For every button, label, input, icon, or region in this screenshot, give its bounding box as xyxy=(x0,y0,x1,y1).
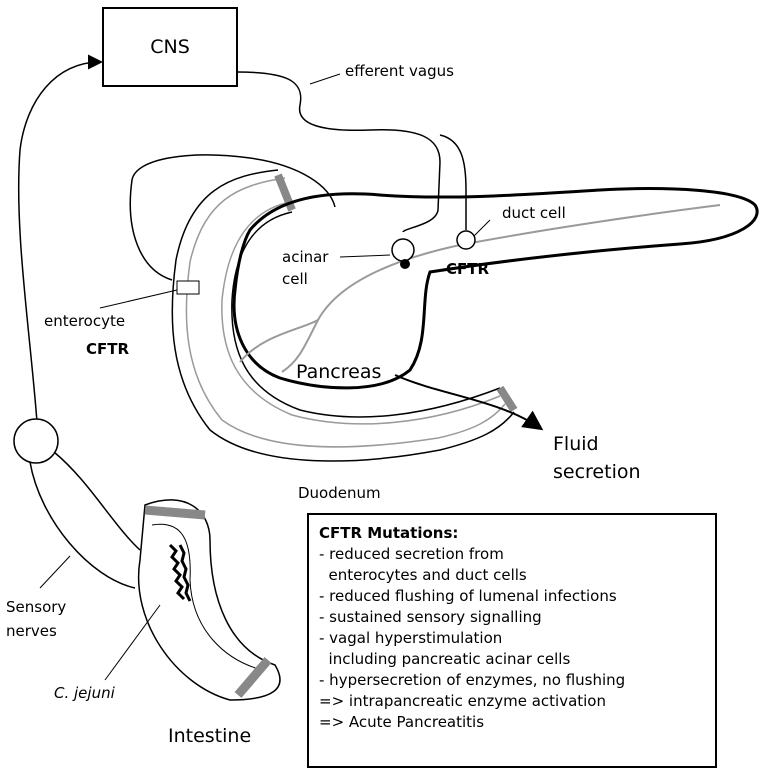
fluid-secretion-arrow xyxy=(394,374,544,431)
sensory-nerves-label-1: Sensory xyxy=(6,598,66,616)
duodenum-end-cap-bottom xyxy=(496,385,518,413)
efferent-vagus-branch xyxy=(439,134,467,230)
acinar-pointer xyxy=(339,254,391,258)
mutation-item: including pancreatic acinar cells xyxy=(319,650,571,668)
mutation-item: - vagal hyperstimulation xyxy=(319,629,503,647)
acinar-cell xyxy=(391,238,415,262)
enterocyte-label: enterocyte xyxy=(44,312,125,330)
intestine-lumen xyxy=(151,523,263,671)
efferent-vagus-pointer xyxy=(309,73,341,85)
sensory-nerve-upper xyxy=(53,451,141,551)
mutation-item: enterocytes and duct cells xyxy=(319,566,527,584)
intestine-cap-bottom xyxy=(234,657,272,698)
sensory-nerves-pointer xyxy=(39,555,71,589)
duodenum-mucosa-inner xyxy=(221,201,501,425)
enterocyte-pointer xyxy=(99,289,178,309)
fluid-secretion-label-2: secretion xyxy=(553,461,641,483)
intestine-label: Intestine xyxy=(168,725,251,747)
mutations-title: CFTR Mutations: xyxy=(319,524,459,542)
cns-box xyxy=(102,7,238,87)
mutation-item: - reduced secretion from xyxy=(319,545,504,563)
cns-label: CNS xyxy=(150,36,190,58)
duodenum-mucosa-outer xyxy=(185,177,506,448)
cftr-mutations-box: CFTR Mutations: - reduced secretion from… xyxy=(307,513,717,768)
mutation-item: - sustained sensory signalling xyxy=(319,608,542,626)
duodenum-outer-wall xyxy=(171,169,515,462)
efferent-vagus-nerve xyxy=(236,71,441,233)
efferent-vagus-label: efferent vagus xyxy=(345,62,454,80)
acinar-cell-label-2: cell xyxy=(282,270,308,288)
sensory-nerve-to-cns xyxy=(17,54,103,423)
mutation-item: - hypersecretion of enzymes, no flushing xyxy=(319,671,626,689)
duct-cell-pointer xyxy=(471,219,491,239)
stomach-outline xyxy=(129,154,336,281)
fluid-secretion-label-1: Fluid xyxy=(553,433,599,455)
acinar-cell-label-1: acinar xyxy=(282,248,329,266)
cftr-pancreas-label: CFTR xyxy=(446,260,489,278)
duct-cell-label: duct cell xyxy=(502,204,566,222)
duodenum-label: Duodenum xyxy=(298,484,381,502)
sensory-nerve-lower xyxy=(29,461,136,589)
enterocyte-cell xyxy=(176,280,200,295)
sensory-nerves-label-2: nerves xyxy=(6,622,57,640)
mutation-item: => Acute Pancreatitis xyxy=(319,713,485,731)
c-jejuni-pointer xyxy=(104,604,161,681)
c-jejuni-label: C. jejuni xyxy=(54,684,116,702)
bacteria-cluster xyxy=(168,543,192,602)
mutation-item: - reduced flushing of lumenal infections xyxy=(319,587,617,605)
intestine-cap-top xyxy=(144,505,206,520)
cftr-enterocyte-label: CFTR xyxy=(86,340,129,358)
sensory-ganglion xyxy=(13,418,59,464)
pancreas-label: Pancreas xyxy=(296,361,381,383)
intestine-outer xyxy=(137,499,281,701)
duodenum-inner-wall xyxy=(231,211,501,418)
pancreatic-duct-branch xyxy=(239,319,319,363)
acinar-granules xyxy=(400,259,410,269)
pancreas-outline xyxy=(232,187,759,390)
mutation-item: => intrapancreatic enzyme activation xyxy=(319,692,606,710)
duct-cell xyxy=(456,230,476,250)
pancreatic-duct xyxy=(281,204,721,373)
